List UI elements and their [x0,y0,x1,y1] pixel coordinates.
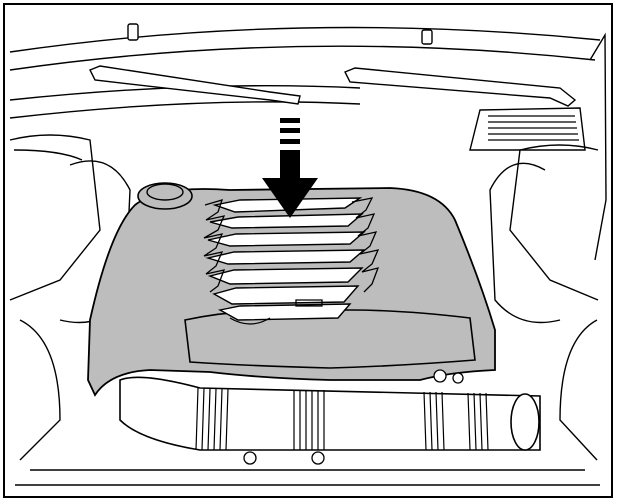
sensor-parts [243,369,464,465]
air-intake-hoses [119,376,541,451]
body-side-panels [9,32,607,301]
engine-cover [87,182,496,397]
vent-grille [488,115,579,141]
cover-details [229,299,323,325]
wiper-arms [89,23,577,107]
inner-fenders [15,160,600,486]
down-arrow-icon [262,118,318,218]
runner-ridges [203,197,380,293]
